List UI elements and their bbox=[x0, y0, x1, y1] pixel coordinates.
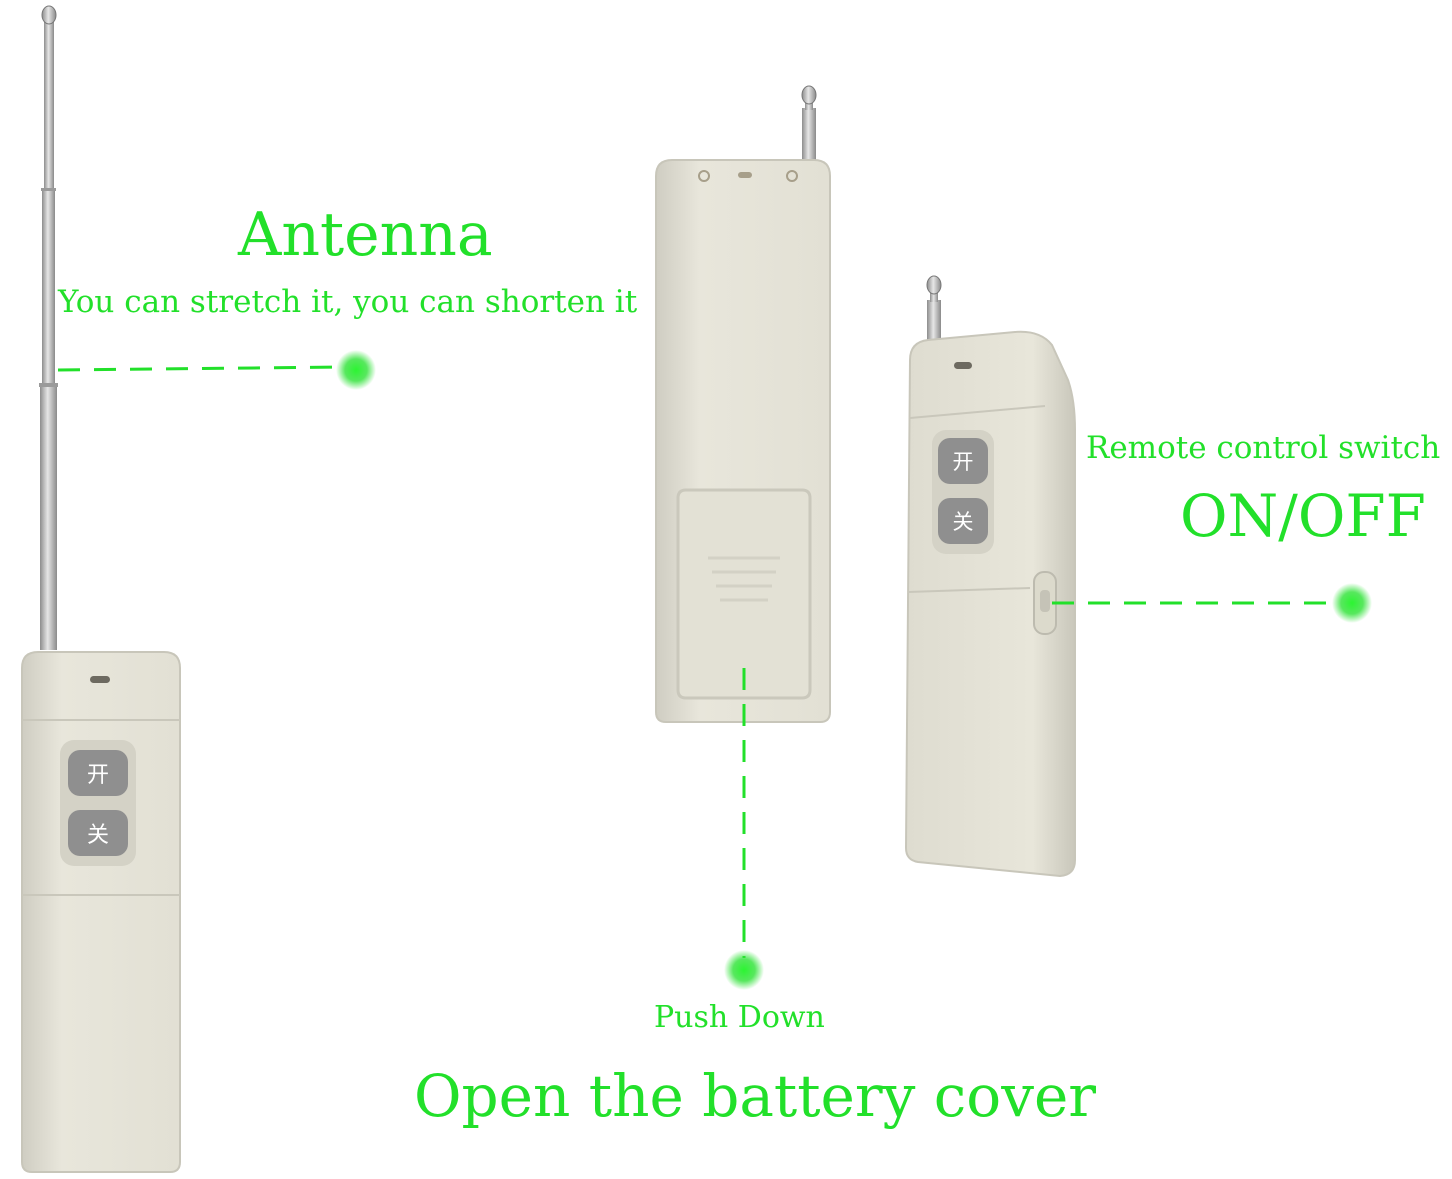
battery-cover-label: Open the battery cover bbox=[414, 1062, 1097, 1130]
left-antenna bbox=[39, 5, 58, 650]
switch-title: Remote control switch bbox=[1086, 430, 1441, 466]
middle-remote-back bbox=[655, 85, 831, 723]
left-remote: 开 关 bbox=[21, 5, 181, 1173]
battery-callout bbox=[724, 668, 764, 990]
left-off-glyph: 关 bbox=[87, 823, 109, 848]
antenna-callout bbox=[57, 350, 376, 390]
left-led-indicator bbox=[90, 676, 110, 683]
switch-state-label: ON/OFF bbox=[1180, 482, 1426, 550]
left-off-button[interactable]: 关 bbox=[68, 810, 128, 856]
left-on-glyph: 开 bbox=[87, 763, 109, 788]
antenna-description: You can stretch it, you can shorten it bbox=[58, 284, 638, 320]
switch-callout bbox=[1052, 583, 1372, 623]
right-led-indicator bbox=[954, 362, 972, 369]
right-off-button[interactable]: 关 bbox=[938, 498, 988, 544]
battery-cover[interactable] bbox=[676, 488, 812, 700]
right-antenna bbox=[926, 275, 942, 346]
right-off-glyph: 关 bbox=[953, 510, 974, 534]
left-on-button[interactable]: 开 bbox=[68, 750, 128, 796]
right-remote: 开 关 bbox=[904, 275, 1076, 878]
antenna-title: Antenna bbox=[238, 200, 493, 270]
right-on-glyph: 开 bbox=[953, 450, 974, 474]
power-slide-switch[interactable] bbox=[1033, 571, 1057, 635]
push-down-label: Push Down bbox=[654, 1000, 825, 1035]
right-on-button[interactable]: 开 bbox=[938, 438, 988, 484]
middle-antenna bbox=[801, 85, 817, 164]
